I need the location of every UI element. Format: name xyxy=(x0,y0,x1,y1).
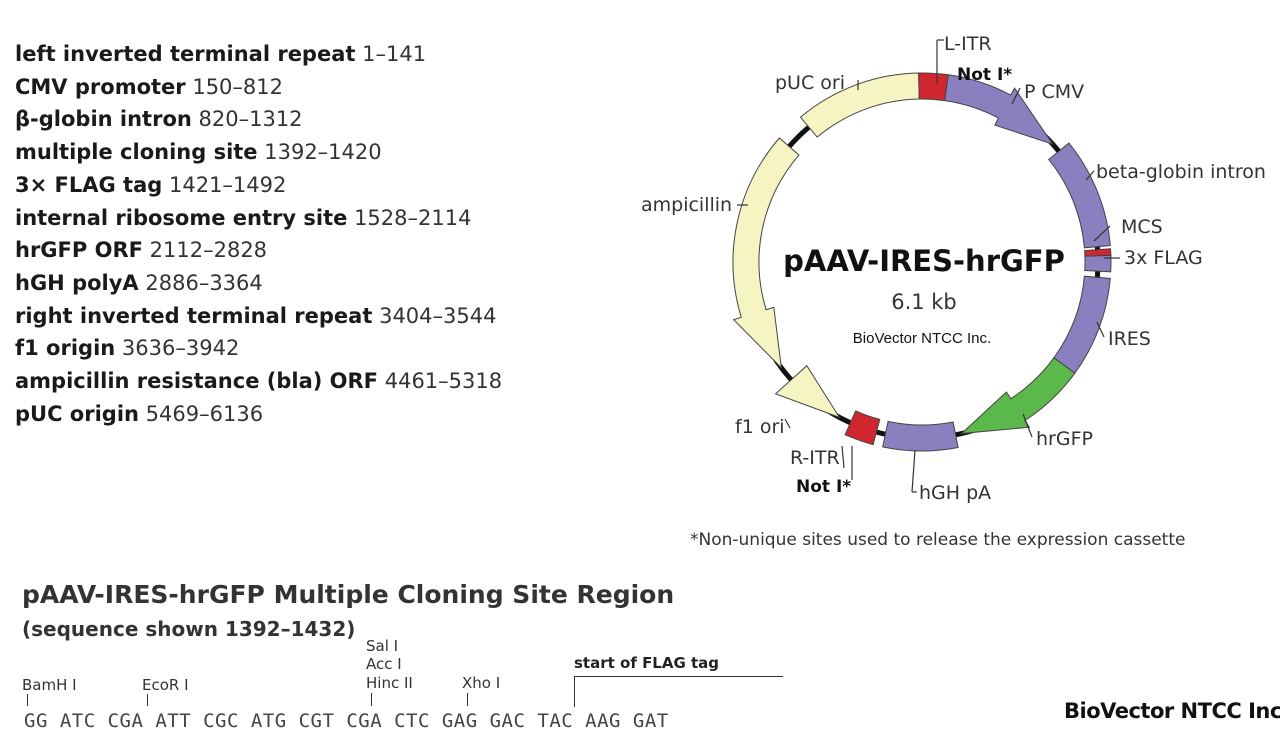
label-ampicillin: ampicillin xyxy=(641,194,732,216)
mcs-title: pAAV-IRES-hrGFP Multiple Cloning Site Re… xyxy=(22,580,675,609)
plasmid-segments xyxy=(732,72,1112,452)
feature-range: 5469–6136 xyxy=(145,401,264,426)
feature-name: right inverted terminal repeat xyxy=(15,303,373,328)
feature-name: 3× FLAG tag xyxy=(15,172,163,197)
feature-name: multiple cloning site xyxy=(15,140,258,165)
feature-item: ampicillin resistance (bla) ORF 4461–531… xyxy=(15,365,502,398)
tick-ecor1 xyxy=(147,694,148,706)
tick-xho1 xyxy=(467,693,468,706)
label-hghpa: hGH pA xyxy=(919,482,991,504)
label-litr: L-ITR xyxy=(944,33,992,55)
label-betaglobin: beta-globin intron xyxy=(1096,161,1266,183)
segment-pcmv xyxy=(944,74,1055,146)
feature-item: internal ribosome entry site 1528–2114 xyxy=(15,202,502,235)
feature-range: 2886–3364 xyxy=(145,270,263,295)
feature-item: hrGFP ORF 2112–2828 xyxy=(15,234,502,267)
feature-name: CMV promoter xyxy=(15,74,186,99)
segment-flag xyxy=(1084,254,1112,273)
segment-hgh-pa xyxy=(882,420,959,452)
label-f1ori: f1 ori xyxy=(735,416,785,438)
feature-range: 1–141 xyxy=(362,42,427,66)
site-sal1: Sal I xyxy=(366,637,399,655)
footnote: *Non-unique sites used to release the ex… xyxy=(690,530,1185,550)
plasmid-company: BioVector NTCC Inc. xyxy=(853,330,991,347)
feature-item: pUC origin 5469–6136 xyxy=(15,398,502,431)
segment-hrgfp xyxy=(960,357,1076,435)
feature-item: left inverted terminal repeat 1–141 xyxy=(15,38,502,71)
label-pcmv: P CMV xyxy=(1024,81,1084,103)
mcs-subtitle: (sequence shown 1392–1432) xyxy=(22,617,356,641)
feature-range: 1421–1492 xyxy=(168,172,287,197)
feature-name: hrGFP ORF xyxy=(15,238,143,263)
feature-name: internal ribosome entry site xyxy=(15,205,348,230)
feature-name: f1 origin xyxy=(15,336,116,361)
brand-logo: BioVector NTCC Inc. xyxy=(1064,699,1280,723)
label-ritr: R-ITR xyxy=(790,447,840,469)
label-not1-top: Not I* xyxy=(957,65,1012,85)
leader-lines xyxy=(737,39,1120,493)
label-flag: 3x FLAG xyxy=(1124,247,1203,269)
segment-ires xyxy=(1053,275,1111,374)
feature-range: 1392–1420 xyxy=(264,140,382,165)
feature-item: right inverted terminal repeat 3404–3544 xyxy=(15,300,502,333)
feature-item: multiple cloning site 1392–1420 xyxy=(15,136,502,169)
label-hrgfp: hrGFP xyxy=(1036,428,1093,450)
feature-name: left inverted terminal repeat xyxy=(15,42,356,66)
feature-range: 4461–5318 xyxy=(384,369,503,394)
flag-start-label: start of FLAG tag xyxy=(574,654,720,672)
segment-ritr xyxy=(844,410,881,446)
feature-item: f1 origin 3636–3942 xyxy=(15,332,502,365)
segment-ampicillin xyxy=(732,137,800,370)
plasmid-map: L-ITR Not I* P CMV beta-globin intron MC… xyxy=(641,33,1266,550)
segment-litr xyxy=(918,72,949,102)
feature-range: 1528–2114 xyxy=(354,205,472,230)
feature-name: β-globin intron xyxy=(15,107,192,132)
label-ires: IRES xyxy=(1108,328,1151,350)
feature-item: hGH polyA 2886–3364 xyxy=(15,267,502,300)
mcs-sequence: GG ATC CGA ATT CGC ATG CGT CGA CTC GAG G… xyxy=(24,710,669,732)
feature-item: CMV promoter 150–812 xyxy=(15,71,502,104)
feature-range: 820–1312 xyxy=(198,107,303,132)
site-xho1: Xho I xyxy=(462,674,501,692)
plasmid-size: 6.1 kb xyxy=(891,290,957,314)
feature-range: 150–812 xyxy=(192,74,283,99)
feature-item: 3× FLAG tag 1421–1492 xyxy=(15,169,502,202)
site-bamh1: BamH I xyxy=(22,676,77,694)
feature-name: ampicillin resistance (bla) ORF xyxy=(15,369,379,394)
label-not1-bottom: Not I* xyxy=(796,477,851,497)
label-puc: pUC ori xyxy=(775,72,845,94)
segment-beta-globin xyxy=(1047,142,1111,249)
feature-item: β-globin intron 820–1312 xyxy=(15,103,502,136)
plasmid-name: pAAV-IRES-hrGFP xyxy=(783,244,1065,278)
feature-name: pUC origin xyxy=(15,401,139,426)
feature-range: 2112–2828 xyxy=(149,238,268,263)
label-mcs: MCS xyxy=(1121,216,1163,238)
feature-name: hGH polyA xyxy=(15,270,139,295)
segment-f1-ori xyxy=(774,364,841,419)
feature-range: 3636–3942 xyxy=(121,336,240,361)
tick-sal1 xyxy=(371,693,372,706)
feature-range: 3404–3544 xyxy=(379,303,497,328)
flag-bracket xyxy=(574,676,783,707)
site-ecor1: EcoR I xyxy=(142,676,189,694)
tick-bamh1 xyxy=(27,694,28,706)
site-hinc2: Hinc II xyxy=(366,674,413,692)
site-acc1: Acc I xyxy=(366,655,402,673)
